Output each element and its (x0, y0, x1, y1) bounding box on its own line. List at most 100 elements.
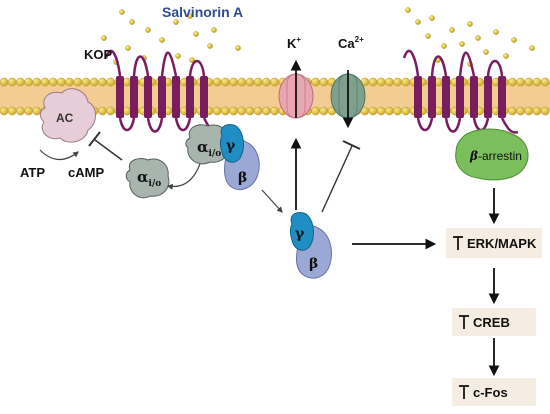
lipid-head (376, 106, 386, 116)
lipid-head (57, 77, 66, 87)
lipid-head (221, 77, 230, 87)
lipid-head (24, 77, 33, 87)
alpha-free-label: αi/o (137, 168, 161, 189)
lipid-head (516, 77, 525, 87)
lipid-head (393, 106, 402, 116)
lipid-head (401, 77, 411, 87)
ligand-dot (449, 27, 455, 33)
lipid-head (212, 106, 222, 116)
ac-label: AC (56, 111, 74, 125)
ligand-dot (145, 27, 151, 33)
ligand-dot (119, 9, 125, 15)
lipid-head (385, 106, 394, 116)
lipid-head (245, 77, 255, 87)
lipid-head (393, 77, 402, 87)
lipid-head (237, 77, 247, 87)
ligand-dot (211, 27, 217, 33)
lipid-head (89, 77, 99, 87)
ligand-dot (207, 43, 213, 49)
atp-to-camp-arrow (39, 149, 79, 161)
receptor-helix (144, 76, 152, 118)
lipid-head (540, 77, 550, 87)
lipid-head (401, 106, 411, 116)
lipid-head (48, 77, 58, 87)
lipid-head (106, 77, 115, 87)
pathway-box-bg (452, 308, 536, 336)
pathway-box-erk-mapk: ERK/MAPK (446, 228, 542, 258)
ligand-dot (459, 41, 465, 47)
kop-label: KOP (84, 47, 113, 62)
lipid-head (122, 106, 132, 116)
lipid-head (540, 106, 550, 116)
receptor-loop (416, 117, 434, 132)
receptor-helix (484, 76, 492, 118)
pathway-label: c-Fos (473, 385, 508, 400)
ligand-dot (159, 37, 165, 43)
receptor-loop (104, 49, 122, 77)
ligand-dot (175, 53, 181, 59)
lipid-head (0, 106, 9, 116)
ligand-dot (483, 49, 489, 55)
pathway-label: ERK/MAPK (467, 236, 537, 251)
lipid-head (508, 77, 517, 87)
atp-label: ATP (20, 165, 45, 180)
lipid-head (508, 106, 517, 116)
lipid-head (253, 106, 263, 116)
ligand-dot (129, 19, 135, 25)
lipid-head (253, 77, 263, 87)
ligand-dot (467, 21, 473, 27)
pathway-box-creb: CREB (452, 308, 536, 336)
lipid-head (262, 106, 271, 116)
up-regulation-icon (459, 315, 469, 329)
receptor-loop (402, 49, 420, 77)
receptor-loop (146, 117, 164, 133)
lipid-head (229, 77, 238, 87)
up-regulation-icon (453, 236, 463, 250)
lipid-head (385, 77, 394, 87)
lipid-head (16, 77, 25, 87)
lipid-head (262, 77, 271, 87)
g-protein-complex (185, 123, 260, 190)
lipid-head (524, 106, 534, 116)
pathway-box-bg (452, 378, 536, 406)
pathway-box-c-fos: c-Fos (452, 378, 536, 406)
kop-receptor-left (104, 49, 221, 134)
alpha-release-arrow (166, 163, 283, 213)
receptor-loop (430, 55, 448, 77)
lipid-head (98, 77, 107, 87)
k-ion-label: K+ (287, 35, 301, 51)
lipid-head (368, 106, 378, 116)
lipid-head (237, 106, 247, 116)
receptor-helix (428, 76, 436, 118)
lipid-head (376, 77, 386, 87)
lipid-head (368, 77, 378, 87)
ligand-dot (415, 19, 421, 25)
salvinorin-label: Salvinorin A (162, 4, 243, 20)
receptor-helix (414, 76, 422, 118)
gamma-free-label: γ (295, 226, 305, 242)
lipid-head (270, 106, 279, 116)
receptor-helix (470, 76, 478, 118)
ligand-dot (503, 53, 509, 59)
beta-free-label: β (309, 256, 318, 272)
up-regulation-icon (459, 385, 469, 399)
beta-arrestin-label: β-arrestin (469, 149, 522, 163)
free-beta-gamma (290, 211, 332, 279)
lipid-head (229, 106, 238, 116)
receptor-helix (200, 76, 208, 118)
adenylyl-cyclase (39, 88, 96, 143)
receptor-helix (130, 76, 138, 118)
ligand-dot (187, 13, 193, 19)
beta-arrestin (455, 128, 529, 181)
camp-label: cAMP (68, 165, 104, 180)
receptor-loop (118, 117, 136, 132)
ligand-dot (193, 31, 199, 37)
pathway-box-bg (446, 228, 542, 258)
lipid-head (32, 77, 42, 87)
calcium-channel (330, 70, 366, 129)
lipid-head (16, 106, 25, 116)
potassium-channel (278, 59, 314, 119)
receptor-loop (486, 59, 504, 77)
lipid-head (32, 106, 42, 116)
